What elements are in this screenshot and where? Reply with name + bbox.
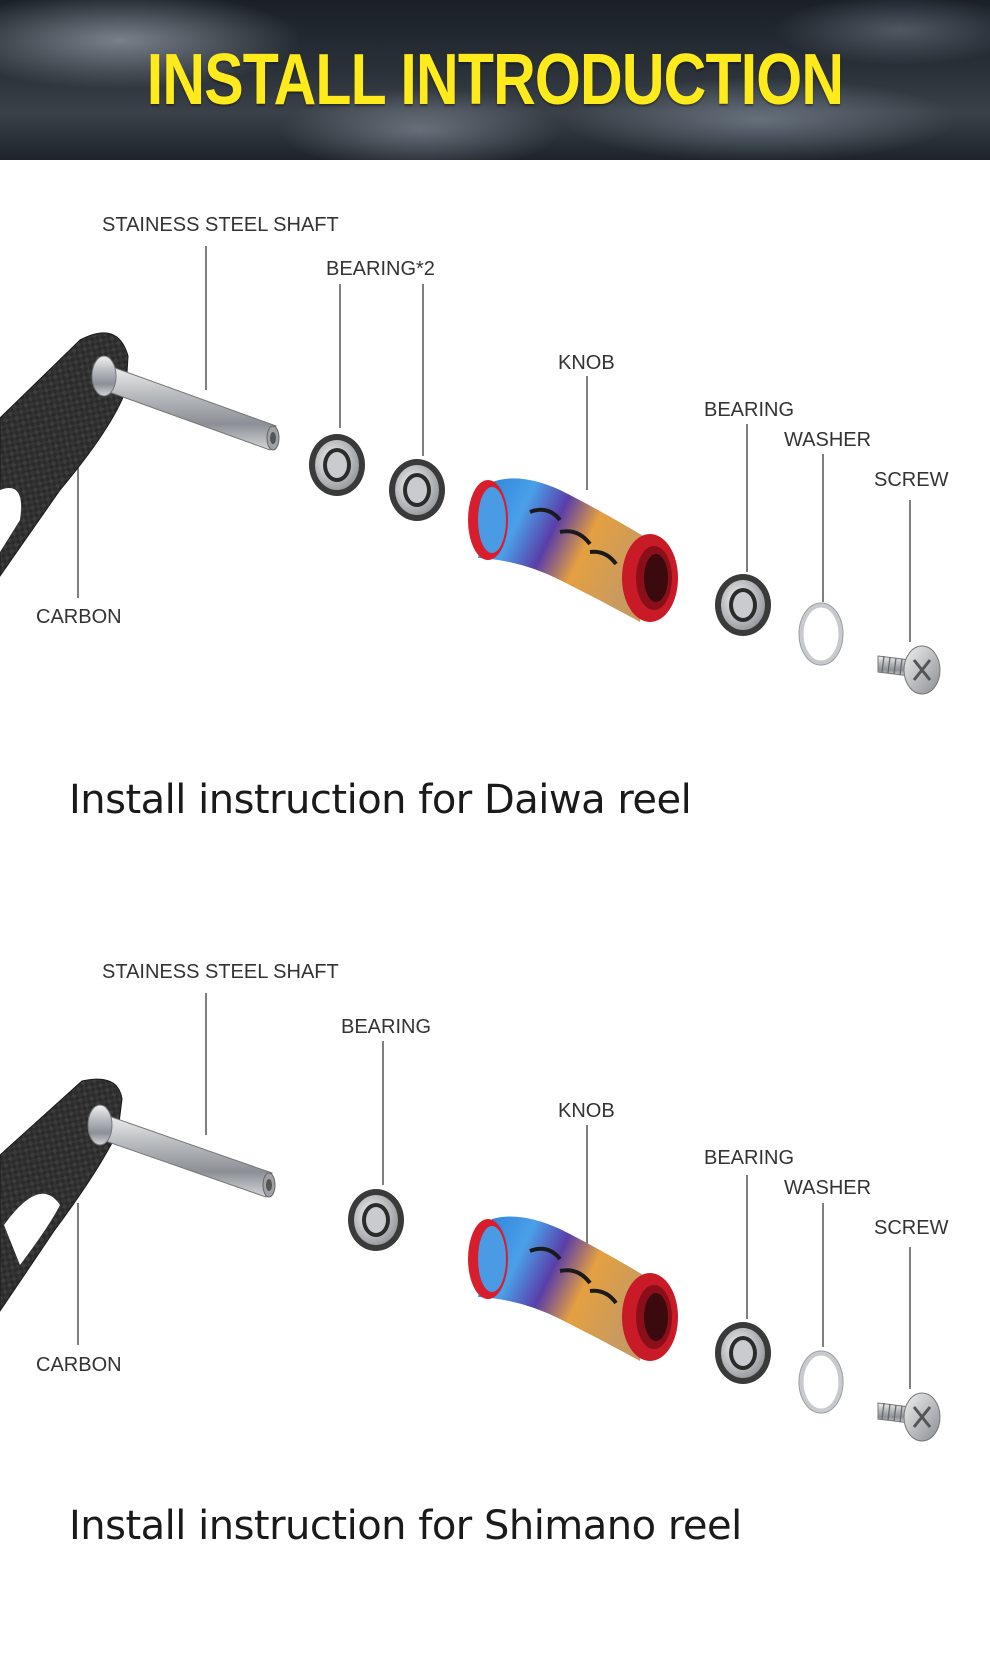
label-knob: KNOB [558, 352, 615, 374]
screw [877, 645, 941, 695]
bearing-1 [309, 434, 365, 496]
label-knob: KNOB [558, 1100, 615, 1122]
label-carbon: CARBON [36, 606, 122, 628]
leader-lines [77, 993, 911, 1389]
label-screw: SCREW [874, 469, 949, 491]
label-shaft: STAINESS STEEL SHAFT [102, 961, 339, 983]
label-bearing: BEARING [704, 1147, 795, 1169]
knob [468, 478, 678, 622]
knob [468, 1216, 678, 1361]
shimano-caption: Install instruction for Shimano reel [69, 1503, 742, 1549]
bearing-1 [348, 1189, 404, 1251]
daiwa-caption: Install instruction for Daiwa reel [69, 777, 692, 823]
label-bearing-single: BEARING [341, 1016, 432, 1038]
daiwa-section: STAINESS STEEL SHAFT BEARING*2 KNOB BEAR… [0, 160, 990, 920]
label-shaft: STAINESS STEEL SHAFT [102, 214, 339, 236]
label-screw: SCREW [874, 1217, 949, 1239]
shimano-exploded-diagram [0, 993, 941, 1442]
daiwa-exploded-diagram [0, 246, 941, 695]
banner-title: INSTALL INTRODUCTION [146, 40, 844, 120]
steel-shaft [91, 355, 280, 451]
washer [798, 1350, 844, 1414]
bearing-2 [715, 1322, 771, 1384]
label-bearing-pair: BEARING*2 [326, 258, 435, 280]
shimano-section: STAINESS STEEL SHAFT BEARING KNOB BEARIN… [0, 905, 990, 1665]
label-bearing: BEARING [704, 399, 795, 421]
label-washer: WASHER [784, 1177, 872, 1199]
screw [877, 1392, 941, 1442]
bearing-3 [715, 574, 771, 636]
label-washer: WASHER [784, 429, 872, 451]
washer [798, 602, 844, 666]
bearing-2 [389, 459, 445, 521]
label-carbon: CARBON [36, 1354, 122, 1376]
steel-shaft [87, 1104, 276, 1198]
leader-lines [77, 246, 911, 642]
header-banner: INSTALL INTRODUCTION [0, 0, 990, 160]
